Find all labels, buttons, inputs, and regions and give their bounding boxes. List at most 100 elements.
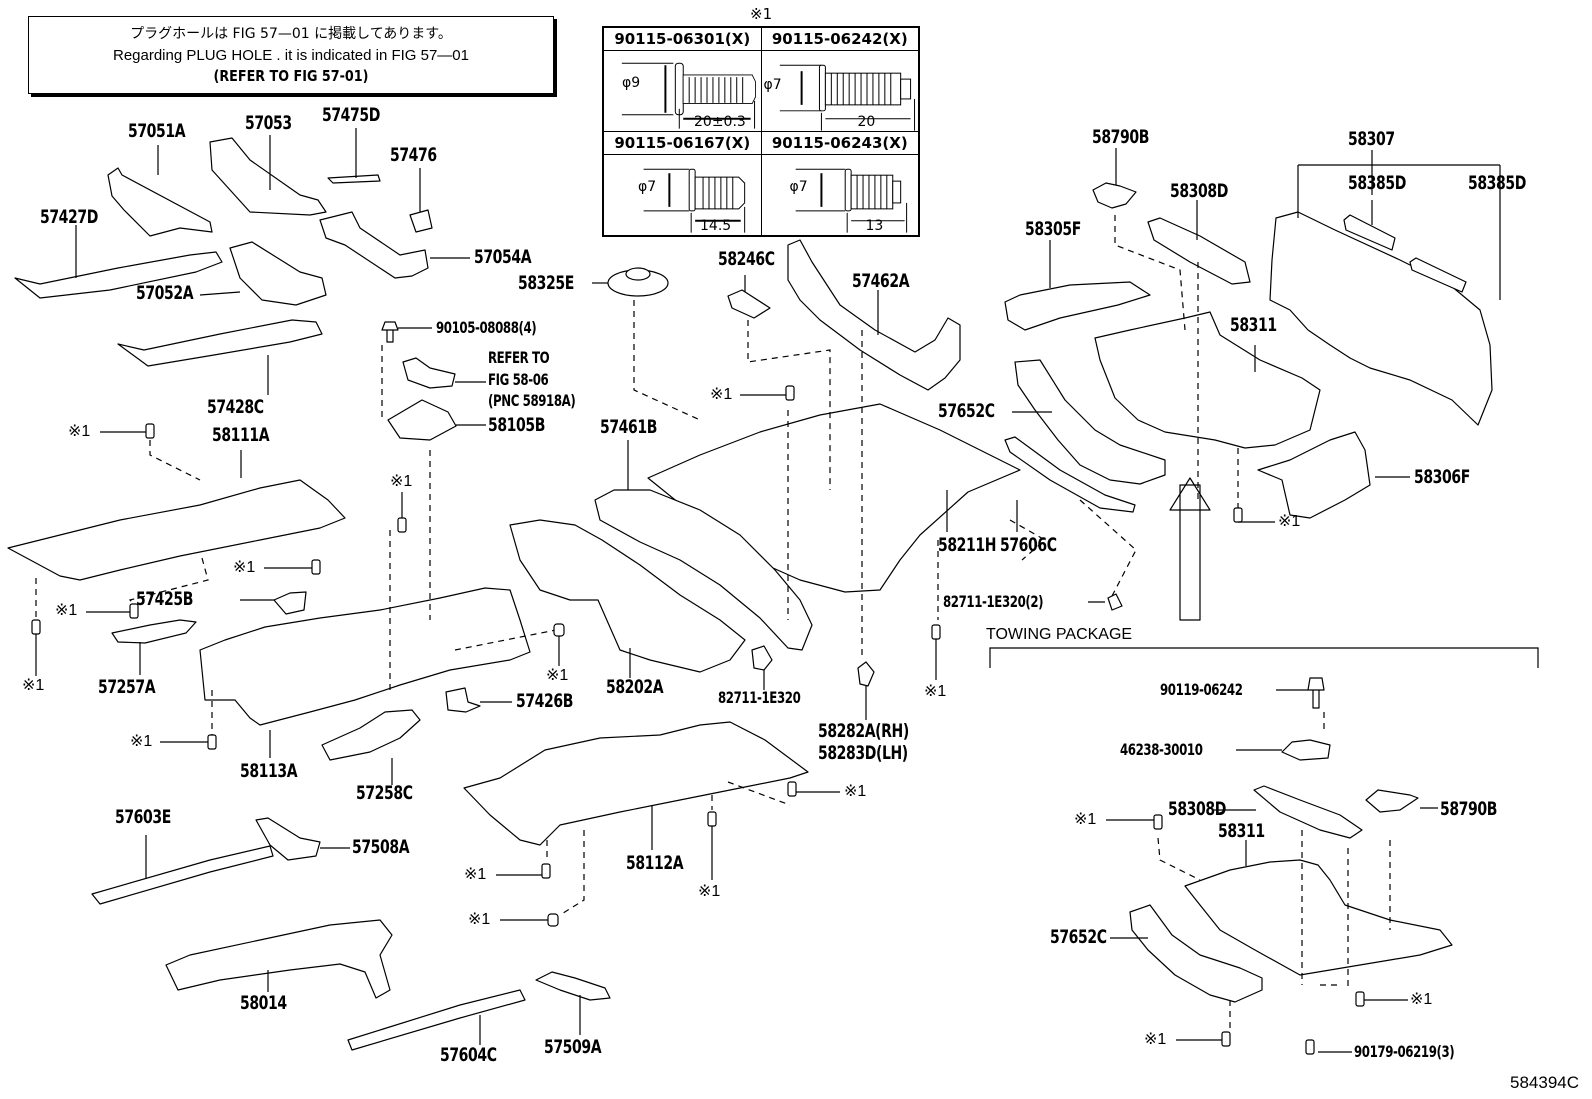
part-57426B	[445, 687, 481, 713]
part-57509A	[535, 971, 611, 1001]
callout-57428C[interactable]: 57428C	[207, 396, 264, 418]
callout-58790B-towing[interactable]: 58790B	[1440, 798, 1497, 820]
callout-57508A[interactable]: 57508A	[352, 836, 410, 858]
callout-82711-1E320-2[interactable]: 82711-1E320(2)	[943, 592, 1044, 611]
callout-58112A[interactable]: 58112A	[626, 852, 684, 874]
bolt-drawing: φ7 14.5	[602, 154, 762, 237]
callout-58306F[interactable]: 58306F	[1414, 466, 1470, 488]
callout-57258C[interactable]: 57258C	[356, 782, 413, 804]
part-57652C-tow	[1129, 904, 1263, 1003]
part-57053	[209, 137, 327, 216]
callout-58385D-a[interactable]: 58385D	[1348, 172, 1406, 194]
bolt-diameter: φ7	[789, 179, 808, 195]
screw-icon	[207, 734, 217, 750]
ref-mark: ※1	[468, 911, 491, 928]
bolt-length: 20±0.3	[694, 114, 746, 130]
callout-58308D-top[interactable]: 58308D	[1170, 180, 1228, 202]
part-58105B	[387, 399, 457, 441]
callout-57509A[interactable]: 57509A	[544, 1036, 602, 1058]
bolt-diameter: φ7	[638, 179, 657, 195]
callout-58325E[interactable]: 58325E	[518, 272, 574, 294]
callout-57604C[interactable]: 57604C	[440, 1044, 497, 1066]
part-58308D-top	[1147, 217, 1251, 285]
clip-82711	[751, 645, 773, 671]
callout-57054A[interactable]: 57054A	[474, 246, 532, 268]
screw-icon	[553, 623, 565, 637]
callout-58282A-rh[interactable]: 58282A(RH)	[818, 720, 909, 742]
bolt-part-number[interactable]: 90115-06243(X)	[760, 131, 920, 155]
bolt-diameter: φ7	[763, 77, 782, 93]
part-57258C	[321, 709, 421, 761]
screw-icon	[541, 863, 551, 879]
callout-refer-fig[interactable]: FIG 58-06	[488, 370, 549, 389]
callout-57425B[interactable]: 57425B	[136, 588, 193, 610]
callout-58307[interactable]: 58307	[1348, 128, 1395, 150]
bolt-length: 13	[865, 218, 884, 234]
part-57603E	[91, 845, 274, 905]
callout-46238-30010[interactable]: 46238-30010	[1120, 740, 1203, 759]
bolt-part-number[interactable]: 90115-06301(X)	[602, 26, 762, 51]
callout-57606C[interactable]: 57606C	[1000, 534, 1057, 556]
callout-58311-towing[interactable]: 58311	[1218, 820, 1265, 842]
screw-icon	[129, 603, 139, 619]
callout-58308D-towing[interactable]: 58308D	[1168, 798, 1226, 820]
bolt-icon	[643, 168, 746, 233]
part-58307	[1269, 211, 1493, 426]
part-57475D	[327, 174, 381, 184]
callout-57475D[interactable]: 57475D	[322, 104, 380, 126]
callout-58305F[interactable]: 58305F	[1025, 218, 1081, 240]
bolt-90119	[1307, 677, 1325, 709]
part-58305F	[1004, 281, 1151, 331]
callout-57426B[interactable]: 57426B	[516, 690, 573, 712]
part-58014	[165, 919, 393, 999]
part-57652C-top	[1014, 359, 1166, 485]
callout-57052A[interactable]: 57052A	[136, 282, 194, 304]
bolt-part-number[interactable]: 90115-06167(X)	[602, 131, 762, 155]
part-57428C	[117, 319, 323, 367]
ref-mark: ※1	[1074, 811, 1097, 828]
callout-57603E[interactable]: 57603E	[115, 806, 171, 828]
part-57054A	[319, 211, 429, 279]
callout-57652C-top[interactable]: 57652C	[938, 400, 995, 422]
callout-90119-06242[interactable]: 90119-06242	[1160, 680, 1243, 699]
callout-57427D[interactable]: 57427D	[40, 206, 98, 228]
bolt-drawing: φ7 13	[760, 154, 920, 237]
callout-57462A[interactable]: 57462A	[852, 270, 910, 292]
ref-mark: ※1	[924, 683, 947, 700]
callout-90179-06219[interactable]: 90179-06219(3)	[1354, 1042, 1455, 1061]
callout-57652C-towing[interactable]: 57652C	[1050, 926, 1107, 948]
ref-mark: ※1	[233, 559, 256, 576]
part-57461B	[594, 489, 813, 651]
ref-mark: ※1	[1278, 513, 1301, 530]
callout-58202A[interactable]: 58202A	[606, 676, 664, 698]
callout-refer-pnc[interactable]: (PNC 58918A)	[488, 391, 576, 410]
bolt-part-number[interactable]: 90115-06242(X)	[760, 26, 920, 51]
callout-58211H[interactable]: 58211H	[938, 534, 997, 556]
callout-58385D-b[interactable]: 58385D	[1468, 172, 1526, 194]
screw-icon	[787, 781, 797, 797]
part-57604C	[347, 989, 526, 1051]
ref-mark: ※1	[68, 423, 91, 440]
callout-82711-1E320[interactable]: 82711-1E320	[718, 688, 801, 707]
callout-58014[interactable]: 58014	[240, 992, 287, 1014]
note-japanese: プラグホールは FIG 57—01 に掲載してあります。	[130, 26, 452, 42]
callout-58111A[interactable]: 58111A	[212, 424, 270, 446]
callout-57053[interactable]: 57053	[245, 112, 292, 134]
ref-mark: ※1	[130, 733, 153, 750]
callout-58105B[interactable]: 58105B	[488, 414, 545, 436]
callout-90105-08088[interactable]: 90105-08088(4)	[436, 318, 537, 337]
callout-58311-top[interactable]: 58311	[1230, 314, 1277, 336]
callout-58246C[interactable]: 58246C	[718, 248, 775, 270]
callout-57257A[interactable]: 57257A	[98, 676, 156, 698]
callout-57476[interactable]: 57476	[390, 144, 437, 166]
part-57051A	[107, 167, 213, 237]
callout-58113A[interactable]: 58113A	[240, 760, 298, 782]
ref-mark: ※1	[698, 883, 721, 900]
callout-57051A[interactable]: 57051A	[128, 120, 186, 142]
direction-arrow-icon	[1169, 477, 1211, 621]
callout-57461B[interactable]: 57461B	[600, 416, 657, 438]
screw-icon	[1305, 1039, 1315, 1055]
screw-icon	[311, 559, 321, 575]
callout-58790B-top[interactable]: 58790B	[1092, 126, 1149, 148]
callout-58283D-lh[interactable]: 58283D(LH)	[818, 742, 908, 764]
